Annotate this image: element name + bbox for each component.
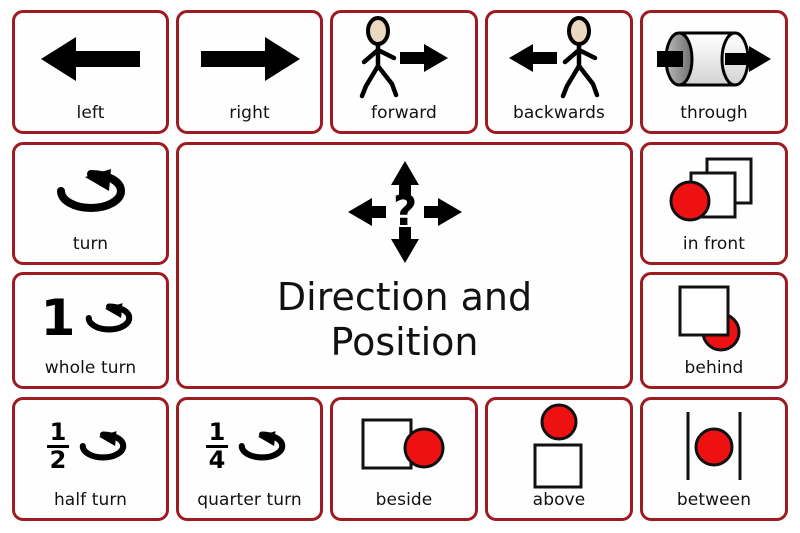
cell-label: whole turn (44, 358, 137, 378)
circle-beside-square-icon (333, 400, 475, 492)
fraction-denominator: 4 (205, 444, 229, 472)
cell-backwards[interactable]: backwards (485, 10, 633, 134)
circle-in-front-of-squares-icon (643, 145, 785, 236)
arrow-right-icon (179, 13, 320, 105)
quarter-turn-icon: 1 4 (179, 400, 320, 492)
half-turn-icon: 1 2 (15, 400, 166, 492)
cell-between[interactable]: between (640, 397, 788, 521)
cell-label: left (76, 103, 105, 123)
circle-behind-square-icon (643, 275, 785, 360)
rotate-loop-icon (80, 431, 127, 461)
cell-label: right (229, 103, 270, 123)
cell-label: turn (72, 234, 109, 254)
four-way-arrow-question-icon: ? (179, 145, 630, 265)
page-title-line-2: Position (330, 319, 479, 364)
page-title-line-1: Direction and (276, 275, 533, 319)
cell-label: quarter turn (197, 490, 302, 510)
whole-turn-icon: 1 (15, 275, 166, 360)
svg-text:?: ? (392, 186, 416, 235)
center-panel: ? Direction and Position (176, 142, 633, 389)
whole-turn-amount: 1 (40, 288, 76, 347)
cell-whole-turn[interactable]: 1 whole turn (12, 272, 169, 389)
fraction-one-quarter: 1 4 (205, 418, 229, 472)
rotate-loop-icon (86, 302, 133, 332)
fraction-denominator: 2 (46, 444, 70, 472)
cell-label: above (532, 490, 586, 510)
walking-figure-forward-icon (333, 13, 475, 105)
cell-label: beside (375, 490, 433, 510)
cell-beside[interactable]: beside (330, 397, 478, 521)
page-title: Direction and Position (277, 265, 532, 386)
rotate-loop-icon (239, 431, 286, 461)
cell-label: in front (682, 234, 746, 254)
rotate-loop-icon (15, 145, 166, 236)
cell-label: half turn (53, 490, 128, 510)
cell-in-front[interactable]: in front (640, 142, 788, 265)
cell-above[interactable]: above (485, 397, 633, 521)
fraction-numerator: 1 (49, 418, 67, 447)
fraction-numerator: 1 (208, 418, 226, 447)
cell-behind[interactable]: behind (640, 272, 788, 389)
cell-label: forward (371, 103, 437, 123)
cell-label: through (680, 103, 748, 123)
fraction-one-half: 1 2 (46, 418, 70, 472)
cell-forward[interactable]: forward (330, 10, 478, 134)
cell-half-turn[interactable]: 1 2 half turn (12, 397, 169, 521)
cell-turn[interactable]: turn (12, 142, 169, 265)
cell-right[interactable]: right (176, 10, 323, 134)
circle-above-square-icon (488, 400, 630, 492)
cell-through[interactable]: through (640, 10, 788, 134)
cell-left[interactable]: left (12, 10, 169, 134)
cell-label: behind (684, 358, 744, 378)
cell-label: between (676, 490, 752, 510)
circle-between-lines-icon (643, 400, 785, 492)
cell-quarter-turn[interactable]: 1 4 quarter turn (176, 397, 323, 521)
cylinder-arrow-through-icon (643, 13, 785, 105)
cell-label: backwards (513, 103, 605, 123)
walking-figure-backwards-icon (488, 13, 630, 105)
arrow-left-icon (15, 13, 166, 105)
